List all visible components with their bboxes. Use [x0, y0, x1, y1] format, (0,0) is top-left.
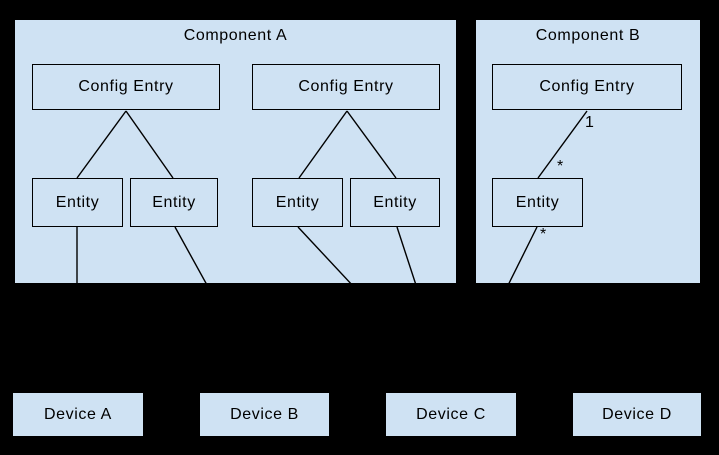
device-c-label: Device C: [416, 405, 486, 423]
entity-box-b: Entity: [492, 178, 583, 227]
entity-box-2: Entity: [130, 178, 218, 227]
device-d-box: Device D: [572, 392, 702, 437]
device-b-box: Device B: [199, 392, 330, 437]
entity-box-3: Entity: [252, 178, 343, 227]
component-b-box: Component B: [474, 18, 702, 285]
config-entry-label: Config Entry: [298, 78, 394, 95]
device-c-box: Device C: [385, 392, 517, 437]
config-entry-label: Config Entry: [539, 78, 635, 95]
entity-box-4: Entity: [350, 178, 440, 227]
config-entry-box-a2: Config Entry: [252, 64, 440, 110]
device-d-label: Device D: [602, 405, 672, 423]
entity-label: Entity: [55, 193, 100, 211]
entity-label: Entity: [275, 193, 320, 211]
device-a-label: Device A: [44, 405, 112, 423]
device-b-label: Device B: [230, 405, 299, 423]
entity-label: Entity: [373, 193, 417, 211]
config-entry-box-b: Config Entry: [492, 64, 682, 110]
multiplicity-star-upper-label: *: [557, 158, 564, 175]
config-entry-label: Config Entry: [78, 78, 174, 95]
component-a-box: Component A: [13, 18, 458, 285]
multiplicity-star-lower-label: *: [540, 226, 547, 243]
entity-label: Entity: [515, 193, 560, 211]
entity-label: Entity: [152, 193, 196, 211]
entity-box-1: Entity: [32, 178, 123, 227]
config-entry-box-a1: Config Entry: [32, 64, 220, 110]
component-a-title: Component A: [183, 27, 288, 44]
component-b-title: Component B: [535, 27, 641, 44]
device-a-box: Device A: [12, 392, 144, 437]
multiplicity-one-label: 1: [585, 114, 594, 131]
